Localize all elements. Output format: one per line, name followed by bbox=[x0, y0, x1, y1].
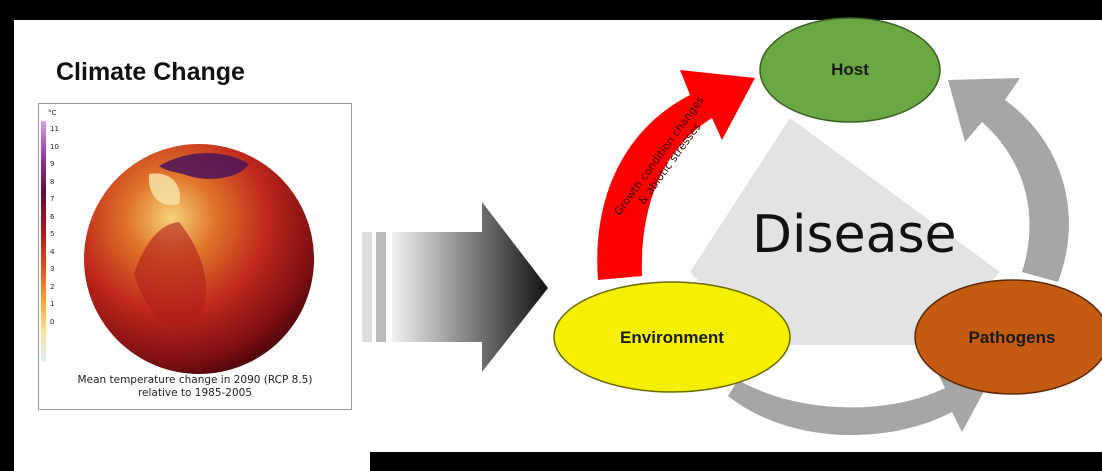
pathogens-node bbox=[914, 279, 1102, 395]
pathogens-label: Pathogens bbox=[968, 328, 1056, 347]
map-caption-line1: Mean temperature change in 2090 (RCP 8.5… bbox=[77, 374, 313, 386]
map-caption-line2: relative to 1985-2005 bbox=[137, 387, 253, 399]
host-label: Host bbox=[831, 60, 869, 79]
environment-node bbox=[553, 281, 791, 393]
environment-to-host-arrow bbox=[597, 70, 755, 280]
climate-to-disease-arrow bbox=[362, 202, 548, 372]
environment-to-pathogens-arrow bbox=[728, 370, 990, 436]
disease-label: Disease bbox=[752, 205, 957, 265]
left-border bbox=[0, 0, 14, 471]
africa-region bbox=[134, 222, 207, 328]
top-border bbox=[0, 0, 1102, 20]
legend-tick-label: 0 bbox=[50, 317, 55, 326]
color-legend-bar bbox=[41, 121, 46, 361]
legend-tick-label: 4 bbox=[50, 247, 55, 256]
legend-tick-label: 6 bbox=[50, 212, 55, 221]
arctic-region bbox=[159, 152, 249, 179]
host-node bbox=[759, 17, 941, 123]
legend-tick-label: 8 bbox=[50, 177, 55, 186]
legend-tick-label: 11 bbox=[50, 125, 59, 133]
disease-triangle bbox=[690, 118, 1000, 272]
map-caption: Mean temperature change in 2090 (RCP 8.5… bbox=[39, 374, 351, 400]
legend-unit-label: °C bbox=[48, 109, 57, 117]
legend-tick-label: 2 bbox=[50, 282, 55, 291]
legend-tick-label: 3 bbox=[50, 265, 55, 273]
europe-region bbox=[148, 173, 180, 206]
legend-tick-label: 7 bbox=[50, 195, 55, 203]
arrow-stripe-2 bbox=[376, 232, 386, 342]
globe-figure bbox=[41, 121, 314, 374]
legend-tick-label: 5 bbox=[50, 230, 55, 238]
arrow-stripe-1 bbox=[362, 232, 372, 342]
legend-tick-label: 1 bbox=[50, 300, 55, 308]
legend-tick-label: 10 bbox=[50, 142, 59, 151]
climate-change-title: Climate Change bbox=[56, 58, 245, 86]
legend-tick-label: 9 bbox=[50, 160, 55, 168]
pathogens-to-host-arrow bbox=[948, 78, 1069, 282]
environment-label: Environment bbox=[620, 328, 724, 347]
